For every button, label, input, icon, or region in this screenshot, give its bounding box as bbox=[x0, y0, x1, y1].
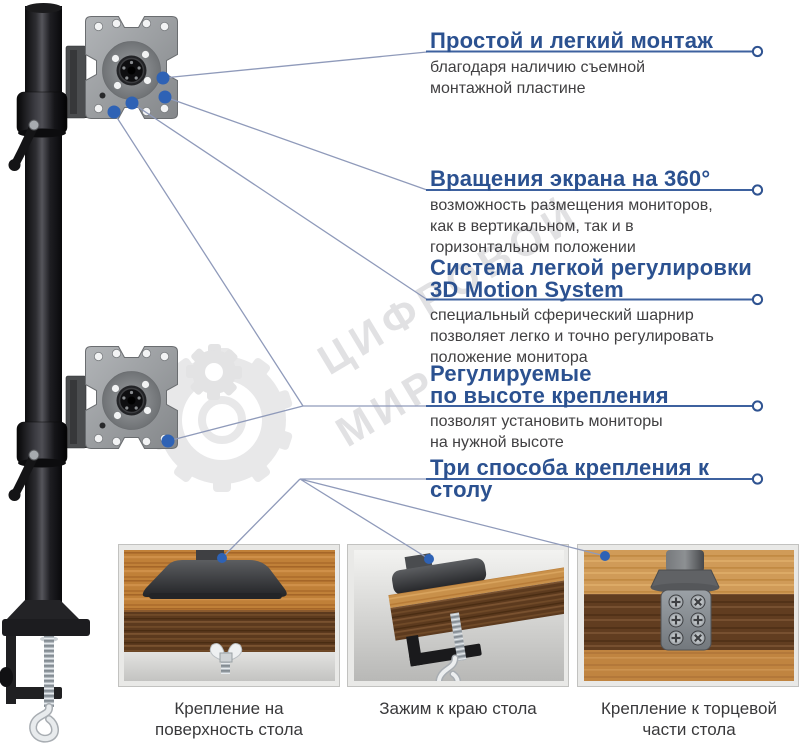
callout-dot-icon bbox=[107, 71, 610, 564]
callout-body: специальный сферический шарнир позволяет… bbox=[430, 307, 714, 366]
callout-body: возможность размещения мониторов, как в … bbox=[430, 196, 713, 256]
photo-edge-clamp bbox=[347, 544, 569, 687]
screw-icons bbox=[668, 594, 706, 646]
callout-title: Вращения экрана на 360° bbox=[430, 166, 711, 191]
callout-body: позволят установить мониторы на нужной в… bbox=[430, 413, 663, 451]
callout-three-mount-ways: Три способа крепления к столу bbox=[430, 455, 760, 502]
callout-title: Три способа крепления к столу bbox=[430, 455, 710, 502]
callout-height-adjust: Регулируемые по высоте крепления позволя… bbox=[430, 363, 760, 453]
callout-easy-mount: Простой и легкий монтаж благодаря наличи… bbox=[430, 30, 760, 99]
callout-title-line2: 3D Motion System bbox=[430, 276, 624, 302]
desk-clamp bbox=[0, 600, 90, 743]
callout-3d-motion: Система легкой регулировки 3D Motion Sys… bbox=[430, 257, 760, 368]
callout-lines bbox=[113, 51, 606, 560]
vesa-mount-top bbox=[8, 16, 178, 171]
callout-title: Простой и легкий монтаж bbox=[430, 28, 714, 53]
callout-title: Система легкой регулировки bbox=[430, 255, 752, 280]
callout-underlines bbox=[426, 50, 752, 480]
caption-edge-face-mount: Крепление к торцевой части стола bbox=[601, 699, 777, 739]
callout-title: Регулируемые bbox=[430, 361, 592, 386]
caption-surface-mount: Крепление на поверхность стола bbox=[155, 699, 303, 739]
callout-body: благодаря наличию съемной монтажной плас… bbox=[430, 58, 646, 97]
photo-surface-mount bbox=[118, 544, 340, 687]
photo-edge-face-mount bbox=[577, 544, 799, 687]
callout-rotation-360: Вращения экрана на 360° возможность разм… bbox=[430, 168, 760, 258]
callout-title-line2: по высоте крепления bbox=[430, 382, 669, 408]
callout-end-ring-icon bbox=[751, 45, 764, 485]
caption-edge-clamp: Зажим к краю стола bbox=[379, 699, 537, 718]
